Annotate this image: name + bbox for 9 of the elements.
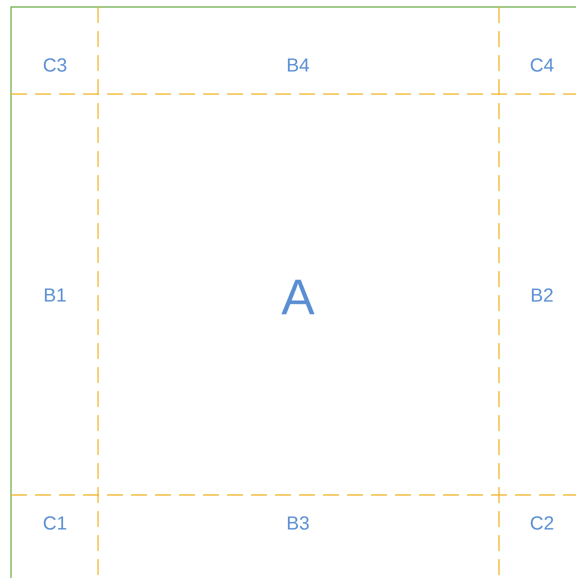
region-label: C1 [44,516,66,530]
region-label: B4 [288,58,310,72]
region-label: C3 [44,58,66,72]
region-label: B2 [532,288,553,302]
region-label: C4 [530,58,554,72]
region-label: B1 [44,288,66,302]
region-label: C2 [530,516,554,530]
region-label: B3 [288,516,309,530]
region-letter: A [281,280,315,314]
